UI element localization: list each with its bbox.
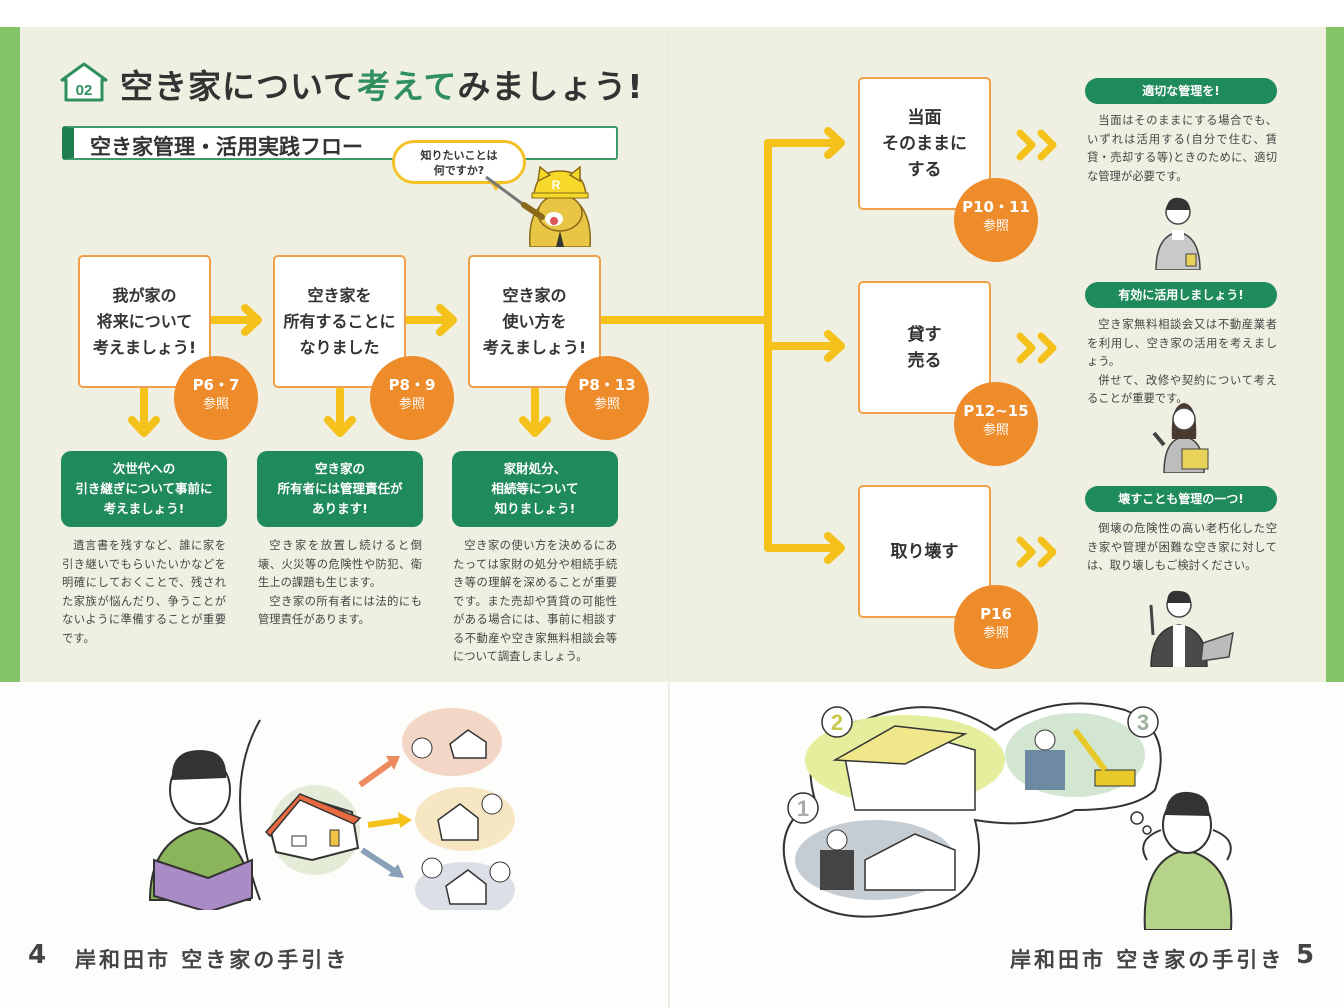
step1-callout-line3: 考えましょう! xyxy=(103,501,185,516)
old-house xyxy=(864,833,956,891)
option2-description: 空き家無料相談会又は不動産業者を利用し、空き家の活用を考えましょう。 併せて、改… xyxy=(1087,316,1277,409)
option1-line3: する xyxy=(907,159,942,180)
step2-description-p1: 空き家を放置し続けると倒壊、火災等の危険性や防犯、衛生上の課題も生じます。 xyxy=(258,539,422,589)
right-footer-title: 岸和田市 空き家の手引き xyxy=(1010,948,1285,972)
open-book xyxy=(153,858,253,910)
option3-line1: 取り壊す xyxy=(890,541,959,562)
step3-description: 空き家の使い方を決めるにあたっては家財の処分や相続手続き等の理解を深めることが重… xyxy=(453,539,617,663)
right-color-strip xyxy=(1326,27,1344,682)
relaxed-man xyxy=(1143,848,1233,930)
thinking-man-with-options-illustration xyxy=(148,708,515,910)
excavator xyxy=(1094,769,1136,787)
step1-callout-line1: 次世代への xyxy=(112,461,176,476)
number-1-label: 1 xyxy=(797,796,809,821)
step1-box: 我が家の将来について考えましょう! xyxy=(78,255,211,388)
left-page-number: 4 xyxy=(28,940,47,970)
step1-description: 遺言書を残すなど、誰に家を引き継いでもらいたいかなどを明確にしておくことで、残さ… xyxy=(62,539,226,645)
step3-callout-line3: 知りましょう! xyxy=(494,501,576,516)
option1-ref-label: 参照 xyxy=(982,219,1009,234)
step2-line1: 空き家を xyxy=(307,285,372,305)
step3-line3: 考えましょう! xyxy=(482,337,587,357)
title-pre: 空き家について xyxy=(120,67,358,106)
step3-callout: 家財処分、相続等について知りましょう! xyxy=(452,451,618,527)
person-man-suit-illustration xyxy=(1155,197,1201,270)
person-man-laptop-illustration xyxy=(1149,590,1234,667)
house-number-icon: 02 xyxy=(60,62,108,102)
step3-callout-line2: 相続等について xyxy=(491,481,579,496)
man-in-suit xyxy=(820,850,854,890)
section-number: 02 xyxy=(76,82,93,99)
option3-ref-page: P16 xyxy=(980,605,1012,623)
option1-ref-page: P10・11 xyxy=(962,198,1030,216)
step1-callout: 次世代への引き継ぎについて事前に考えましょう! xyxy=(61,451,227,527)
step2-callout-line2: 所有者には管理責任が xyxy=(277,481,403,496)
number-3-label: 3 xyxy=(1137,710,1149,735)
subheading-text: 空き家管理・活用実践フロー xyxy=(90,135,363,159)
option3-pill: 壊すことも管理の一つ! xyxy=(1085,486,1277,512)
step1-callout-line2: 引き継ぎについて事前に xyxy=(75,481,213,496)
option2-pill: 有効に活用しましょう! xyxy=(1085,282,1277,308)
option3-ref-label: 参照 xyxy=(982,626,1009,641)
title-highlight: 考えて xyxy=(357,67,458,106)
subheading-bar: 空き家管理・活用実践フロー xyxy=(62,126,618,160)
step2-description: 空き家を放置し続けると倒壊、火災等の危険性や防犯、衛生上の課題も生じます。 空き… xyxy=(258,537,422,630)
double-chevron-icon xyxy=(1016,536,1057,568)
person-woman-illustration xyxy=(1152,403,1209,473)
step3-page-reference: P8・13 参照 xyxy=(565,356,649,440)
step1-ref-label: 参照 xyxy=(202,397,229,412)
step3-ref-label: 参照 xyxy=(593,397,620,412)
number-badge-1 xyxy=(787,792,819,824)
step1-page-reference: P6・7 参照 xyxy=(174,356,258,440)
left-color-strip xyxy=(0,27,20,682)
step2-page-reference: P8・9 参照 xyxy=(370,356,454,440)
title-post: みましょう! xyxy=(457,67,644,106)
option1-line2: そのままに xyxy=(882,133,967,154)
step2-line2: 所有することに xyxy=(283,311,396,331)
left-footer-title: 岸和田市 空き家の手引き xyxy=(75,948,350,972)
book-gutter xyxy=(668,27,670,1008)
number-badge-3 xyxy=(1127,706,1159,738)
thought-bubble-options-illustration: 1 2 3 xyxy=(782,702,1233,930)
right-page-background xyxy=(670,27,1344,682)
step2-ref-label: 参照 xyxy=(398,397,425,412)
number-2-label: 2 xyxy=(831,710,843,735)
double-chevron-icon xyxy=(1016,332,1057,364)
mascot-badge: R xyxy=(552,178,561,192)
mascot-cat-icon: R xyxy=(485,165,592,247)
option2-line2: 売る xyxy=(907,350,942,371)
step2-ref-page: P8・9 xyxy=(388,376,436,394)
step2-callout-line1: 空き家の xyxy=(314,461,365,476)
option2-ref-page: P12~15 xyxy=(963,402,1029,420)
option2-description-p2: 併せて、改修や契約について考えることが重要です。 xyxy=(1087,373,1277,406)
option2-ref-label: 参照 xyxy=(982,423,1009,438)
option1-description: 当面はそのままにする場合でも、いずれは活用する(自分で住む、賃貸・売却する等)と… xyxy=(1087,114,1277,183)
step2-callout-line3: あります! xyxy=(312,501,368,516)
double-chevron-icon xyxy=(1016,129,1057,161)
step3-ref-page: P8・13 xyxy=(578,376,636,394)
option3-page-reference: P16 参照 xyxy=(954,585,1038,669)
option2-line1: 貸す xyxy=(907,324,942,345)
number-badge-2 xyxy=(821,706,853,738)
option1-pill: 適切な管理を! xyxy=(1085,78,1277,104)
page-title: 空き家について考えてみましょう! xyxy=(120,60,643,108)
option2-page-reference: P12~15 参照 xyxy=(954,382,1038,466)
option1-line1: 当面 xyxy=(907,107,942,128)
right-page-number: 5 xyxy=(1296,940,1315,970)
step1-ref-page: P6・7 xyxy=(192,376,240,394)
step2-line3: なりました xyxy=(299,337,380,357)
mascot-speech-bubble: 知りたいことは何ですか? xyxy=(392,140,526,191)
step1-line1: 我が家の xyxy=(112,285,177,305)
step2-callout: 空き家の所有者には管理責任があります! xyxy=(257,451,423,527)
option3-description: 倒壊の危険性の高い老朽化した空き家や管理が困難な空き家に対しては、取り壊しもご検… xyxy=(1087,522,1277,572)
step3-line2: 使い方を xyxy=(502,311,567,331)
step3-callout-line1: 家財処分、 xyxy=(503,461,567,476)
step2-description-p2: 空き家の所有者には法的にも管理責任があります。 xyxy=(258,594,422,627)
option1-page-reference: P10・11 参照 xyxy=(954,178,1038,262)
step1-line2: 将来について xyxy=(96,311,193,331)
speech-text: 知りたいことは何ですか? xyxy=(420,149,498,177)
option2-description-p1: 空き家無料相談会又は不動産業者を利用し、空き家の活用を考えましょう。 xyxy=(1087,318,1277,368)
step1-line3: 考えましょう! xyxy=(92,337,197,357)
step3-line1: 空き家の xyxy=(502,285,567,305)
